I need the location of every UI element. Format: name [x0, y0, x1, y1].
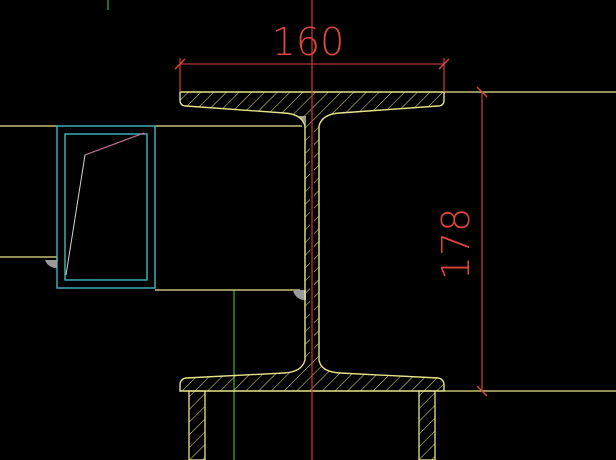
flange-width-label: 160 [272, 20, 345, 64]
lower-column-right-wall [418, 390, 436, 460]
beam-height-dimension[interactable]: 178 [434, 86, 488, 397]
inner-sketch-line [65, 132, 145, 276]
cyan-inner-box [64, 133, 148, 281]
inner-sketch-accent [84, 132, 145, 156]
dim-h-tick-left [174, 58, 186, 70]
cyan-outer-box [56, 125, 156, 289]
dim-h-tick-right [438, 58, 450, 70]
fillet-marker-left [45, 260, 57, 269]
dim-v-tick-bottom [476, 385, 488, 397]
lower-column[interactable] [188, 390, 436, 460]
side-beam[interactable] [0, 125, 302, 291]
cyan-section-box[interactable] [56, 125, 156, 289]
dim-v-tick-top [476, 86, 488, 98]
lower-column-left-wall [188, 390, 206, 460]
flange-width-dimension[interactable]: 160 [174, 20, 450, 92]
fillet-marker-lower [293, 290, 306, 301]
beam-height-label: 178 [434, 208, 478, 281]
